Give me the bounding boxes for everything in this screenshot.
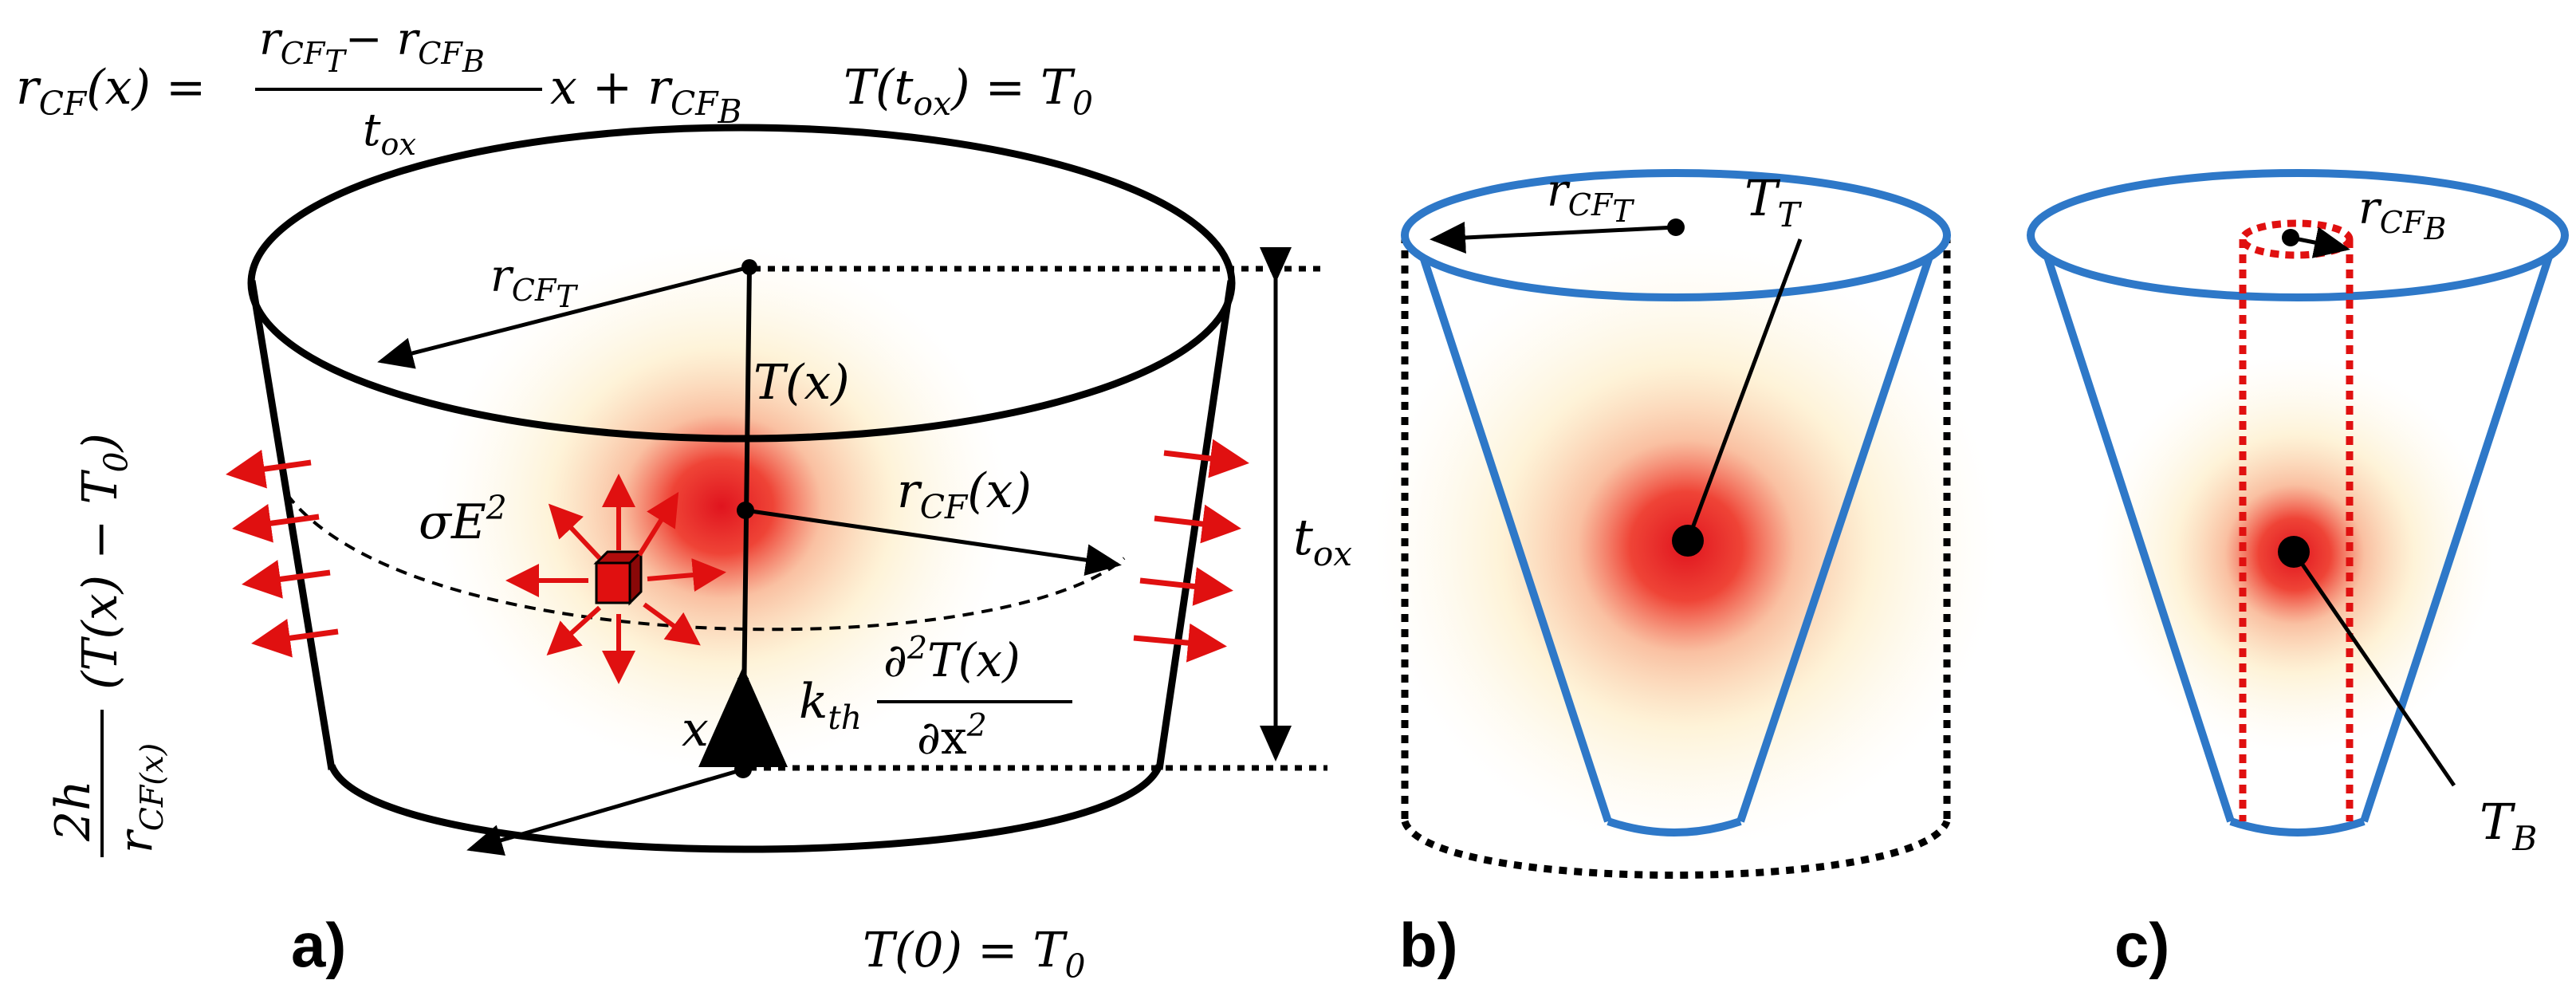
convection-term: 2h rCF(x) (T(x) − T0)	[45, 433, 171, 857]
joule-cube	[593, 549, 644, 606]
convection-arrows-left	[226, 449, 339, 658]
panel-c: rCFB TB c)	[2027, 169, 2569, 980]
top-boundary-condition: T(tox) = T0	[844, 60, 1093, 123]
svg-text:kth: kth	[799, 674, 862, 737]
panel-b-label: b)	[1399, 910, 1458, 980]
svg-text:tox: tox	[363, 104, 416, 162]
svg-text:(T(x) − T0): (T(x) − T0)	[73, 433, 136, 690]
panel-c-label: c)	[2114, 910, 2169, 980]
panel-a-label: a)	[291, 910, 346, 980]
joule-heating-label: σE2	[419, 489, 507, 550]
cone-right-edge	[1736, 255, 1933, 823]
radius-bottom-label: rCFB	[2358, 183, 2446, 246]
temperature-label: TT	[1744, 169, 1802, 234]
panel-b: rCFT TT b)	[1375, 165, 1997, 980]
svg-text:rCF(x): rCF(x)	[108, 743, 171, 853]
radius-bottom-arrow	[466, 767, 744, 856]
bottom-boundary-condition: T(0) = T0	[863, 923, 1085, 986]
svg-text:x + rCFB: x + rCFB	[550, 60, 741, 131]
cone-bottom-rim	[2229, 817, 2366, 836]
cone-left-edge	[2043, 255, 2235, 823]
mid-dashed-arc	[285, 493, 1126, 632]
cone-left-edge	[1419, 255, 1612, 823]
temperature-label: TB	[2480, 793, 2537, 858]
svg-text:∂x2: ∂x2	[917, 707, 987, 765]
cone-top-rim	[1401, 169, 1951, 301]
svg-text:rCF(x) =: rCF(x) =	[16, 60, 206, 123]
temperature-leader	[1685, 238, 1803, 541]
radius-top-label: rCFT	[1547, 165, 1634, 229]
radius-equation: rCF(x) = rCFT− rCFB tox x + rCFB	[16, 14, 741, 162]
svg-text:2h: 2h	[45, 780, 101, 842]
cone-right-edge	[2360, 255, 2553, 823]
bottom-arc	[328, 764, 1163, 853]
radius-x-label: rCF(x)	[897, 463, 1032, 526]
svg-text:∂2T(x): ∂2T(x)	[883, 630, 1021, 687]
radius-top-arrow	[1430, 222, 1677, 254]
conduction-term: kth ∂2T(x) ∂x2	[799, 630, 1072, 765]
radius-bottom-arrow	[2290, 226, 2350, 258]
joule-heat-arrows	[505, 474, 726, 684]
temperature-label: T(x)	[753, 355, 850, 411]
cone-bottom-rim	[1607, 817, 1742, 836]
temperature-leader	[2291, 550, 2456, 787]
cone-top-rim	[2027, 169, 2569, 301]
thickness-label: tox	[1293, 508, 1352, 573]
x-axis-label: x	[682, 702, 709, 758]
radius-mid-arrow	[745, 508, 1122, 577]
dotted-cylinder-bottom	[1401, 819, 1951, 879]
radius-top-label: rCFT	[490, 250, 578, 314]
panel-a: rCF(x) = rCFT− rCFB tox x + rCFB T(tox) …	[16, 14, 1352, 986]
svg-text:rCFT− rCFB: rCFT− rCFB	[259, 14, 485, 79]
radius-top-arrow	[377, 265, 750, 369]
convection-arrows-right	[1133, 439, 1249, 663]
left-wall	[248, 280, 336, 770]
